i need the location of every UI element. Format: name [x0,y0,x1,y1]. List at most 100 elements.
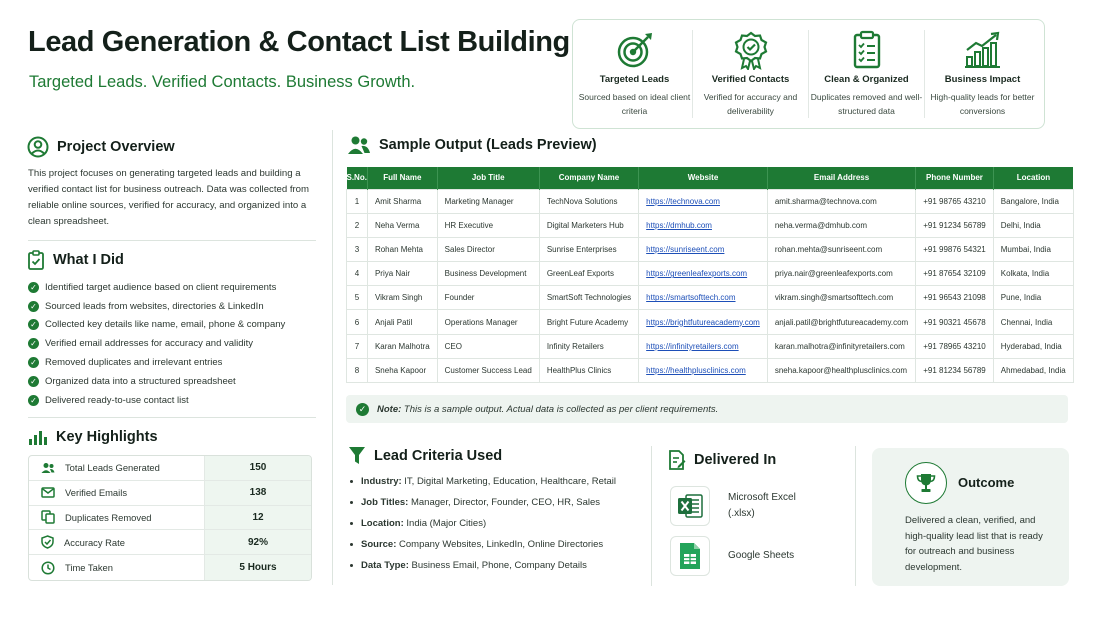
website-link[interactable]: https://greenleafexports.com [638,261,768,287]
feature-business-impact: Business Impact High-quality leads for b… [925,30,1040,118]
delivered-google-sheets: Google Sheets [670,536,794,576]
bar-chart-icon [29,431,47,445]
leads-table: S.No. Full Name Job Title Company Name W… [346,167,1074,384]
website-link[interactable]: https://dmhub.com [638,212,768,238]
feature-title: Verified Contacts [711,74,790,85]
website-link[interactable]: https://healthplusclinics.com [638,357,768,384]
sample-note: ✓ Note: This is a sample output. Actual … [346,395,1068,423]
column-header: S.No. [346,167,368,189]
list-item: Data Type: Business Email, Phone, Compan… [350,555,616,576]
column-header: Website [638,167,768,189]
shield-check-icon [41,535,54,550]
what-i-did-heading: What I Did [27,250,124,270]
list-item: Location: India (Major Cities) [350,513,616,534]
divider [28,240,316,241]
what-i-did-title: What I Did [53,252,124,268]
website-link[interactable]: https://sunriseent.com [638,236,768,263]
list-item: ✓Sourced leads from websites, directorie… [28,297,285,316]
outcome-title: Outcome [958,475,1015,490]
divider [855,446,856,586]
google-sheets-icon [670,536,710,576]
website-link[interactable]: https://technova.com [638,188,768,214]
verified-badge-icon [734,31,767,70]
website-link[interactable]: https://smartsofttech.com [638,285,768,311]
table-row: Time Taken 5 Hours [29,555,311,580]
check-circle-icon: ✓ [356,402,369,416]
outcome-text: Delivered a clean, verified, and high-qu… [905,515,1043,573]
features-panel: Targeted Leads Sourced based on ideal cl… [572,19,1045,129]
users-icon [348,136,370,154]
check-circle-icon: ✓ [28,300,39,312]
check-circle-icon: ✓ [28,357,39,369]
table-header-row: S.No. Full Name Job Title Company Name W… [346,167,1074,189]
target-icon [617,33,652,68]
page-subtitle: Targeted Leads. Verified Contacts. Busin… [29,73,416,91]
what-i-did-list: ✓Identified target audience based on cli… [28,278,285,410]
delivered-excel: Microsoft Excel(.xlsx) [670,486,796,526]
feature-title: Targeted Leads [599,74,670,85]
check-circle-icon: ✓ [28,281,39,293]
overview-title: Project Overview [57,139,175,155]
column-header: Location [993,167,1074,189]
highlights-table: Total Leads Generated 150 Verified Email… [28,455,312,581]
check-circle-icon: ✓ [28,375,39,387]
column-header: Company Name [539,167,640,189]
excel-icon [670,486,710,526]
column-header: Email Address [767,167,917,189]
filter-icon [349,447,365,464]
list-item: ✓Organized data into a structured spread… [28,372,285,391]
overview-heading: Project Overview [27,136,175,158]
feature-title: Business Impact [944,74,1021,85]
website-link[interactable]: https://infinityretailers.com [638,333,768,359]
feature-verified-contacts: Verified Contacts Verified for accuracy … [693,30,809,118]
list-item: Job Titles: Manager, Director, Founder, … [350,492,616,513]
feature-clean-organized: Clean & Organized Duplicates removed and… [809,30,925,118]
sample-title: Sample Output (Leads Preview) [379,137,597,153]
column-header: Phone Number [915,167,994,189]
feature-title: Clean & Organized [824,74,909,85]
divider [28,417,316,418]
table-row: Accuracy Rate 92% [29,530,311,556]
growth-chart-icon [964,31,1000,68]
trophy-icon [905,462,947,504]
table-row: Verified Emails 138 [29,480,311,506]
feature-desc: Duplicates removed and well-structured d… [810,92,923,116]
feature-desc: Verified for accuracy and deliverability [703,92,798,116]
feature-desc: Sourced based on ideal client criteria [578,92,691,116]
list-item: ✓Collected key details like name, email,… [28,316,285,335]
check-circle-icon: ✓ [28,394,39,406]
column-divider [332,130,333,585]
envelope-icon [41,487,55,498]
users-icon [41,462,55,473]
website-link[interactable]: https://brightfutureacademy.com [638,309,768,335]
copy-icon [41,510,55,525]
check-circle-icon: ✓ [28,338,39,350]
list-item: Industry: IT, Digital Marketing, Educati… [350,471,616,492]
column-header: Full Name [367,167,438,189]
table-row: Total Leads Generated 150 [29,456,311,481]
clock-icon [41,561,55,575]
table-row: Duplicates Removed 12 [29,505,311,531]
document-edit-icon [669,450,686,470]
user-circle-icon [27,136,49,158]
highlights-heading: Key Highlights [28,428,158,446]
feature-desc: High-quality leads for better conversion… [930,92,1035,116]
list-item: ✓Delivered ready-to-use contact list [28,391,285,410]
clipboard-checklist-icon [853,30,880,69]
delivered-heading: Delivered In [668,450,776,470]
column-header: Job Title [437,167,540,189]
criteria-heading: Lead Criteria Used [348,446,502,466]
criteria-list: Industry: IT, Digital Marketing, Educati… [350,471,616,576]
criteria-title: Lead Criteria Used [374,448,503,464]
clipboard-check-icon [28,250,44,270]
sample-heading: Sample Output (Leads Preview) [347,135,597,155]
page-title: Lead Generation & Contact List Building [28,26,570,58]
check-circle-icon: ✓ [28,319,39,331]
outcome-panel: Outcome Delivered a clean, verified, and… [872,448,1069,586]
